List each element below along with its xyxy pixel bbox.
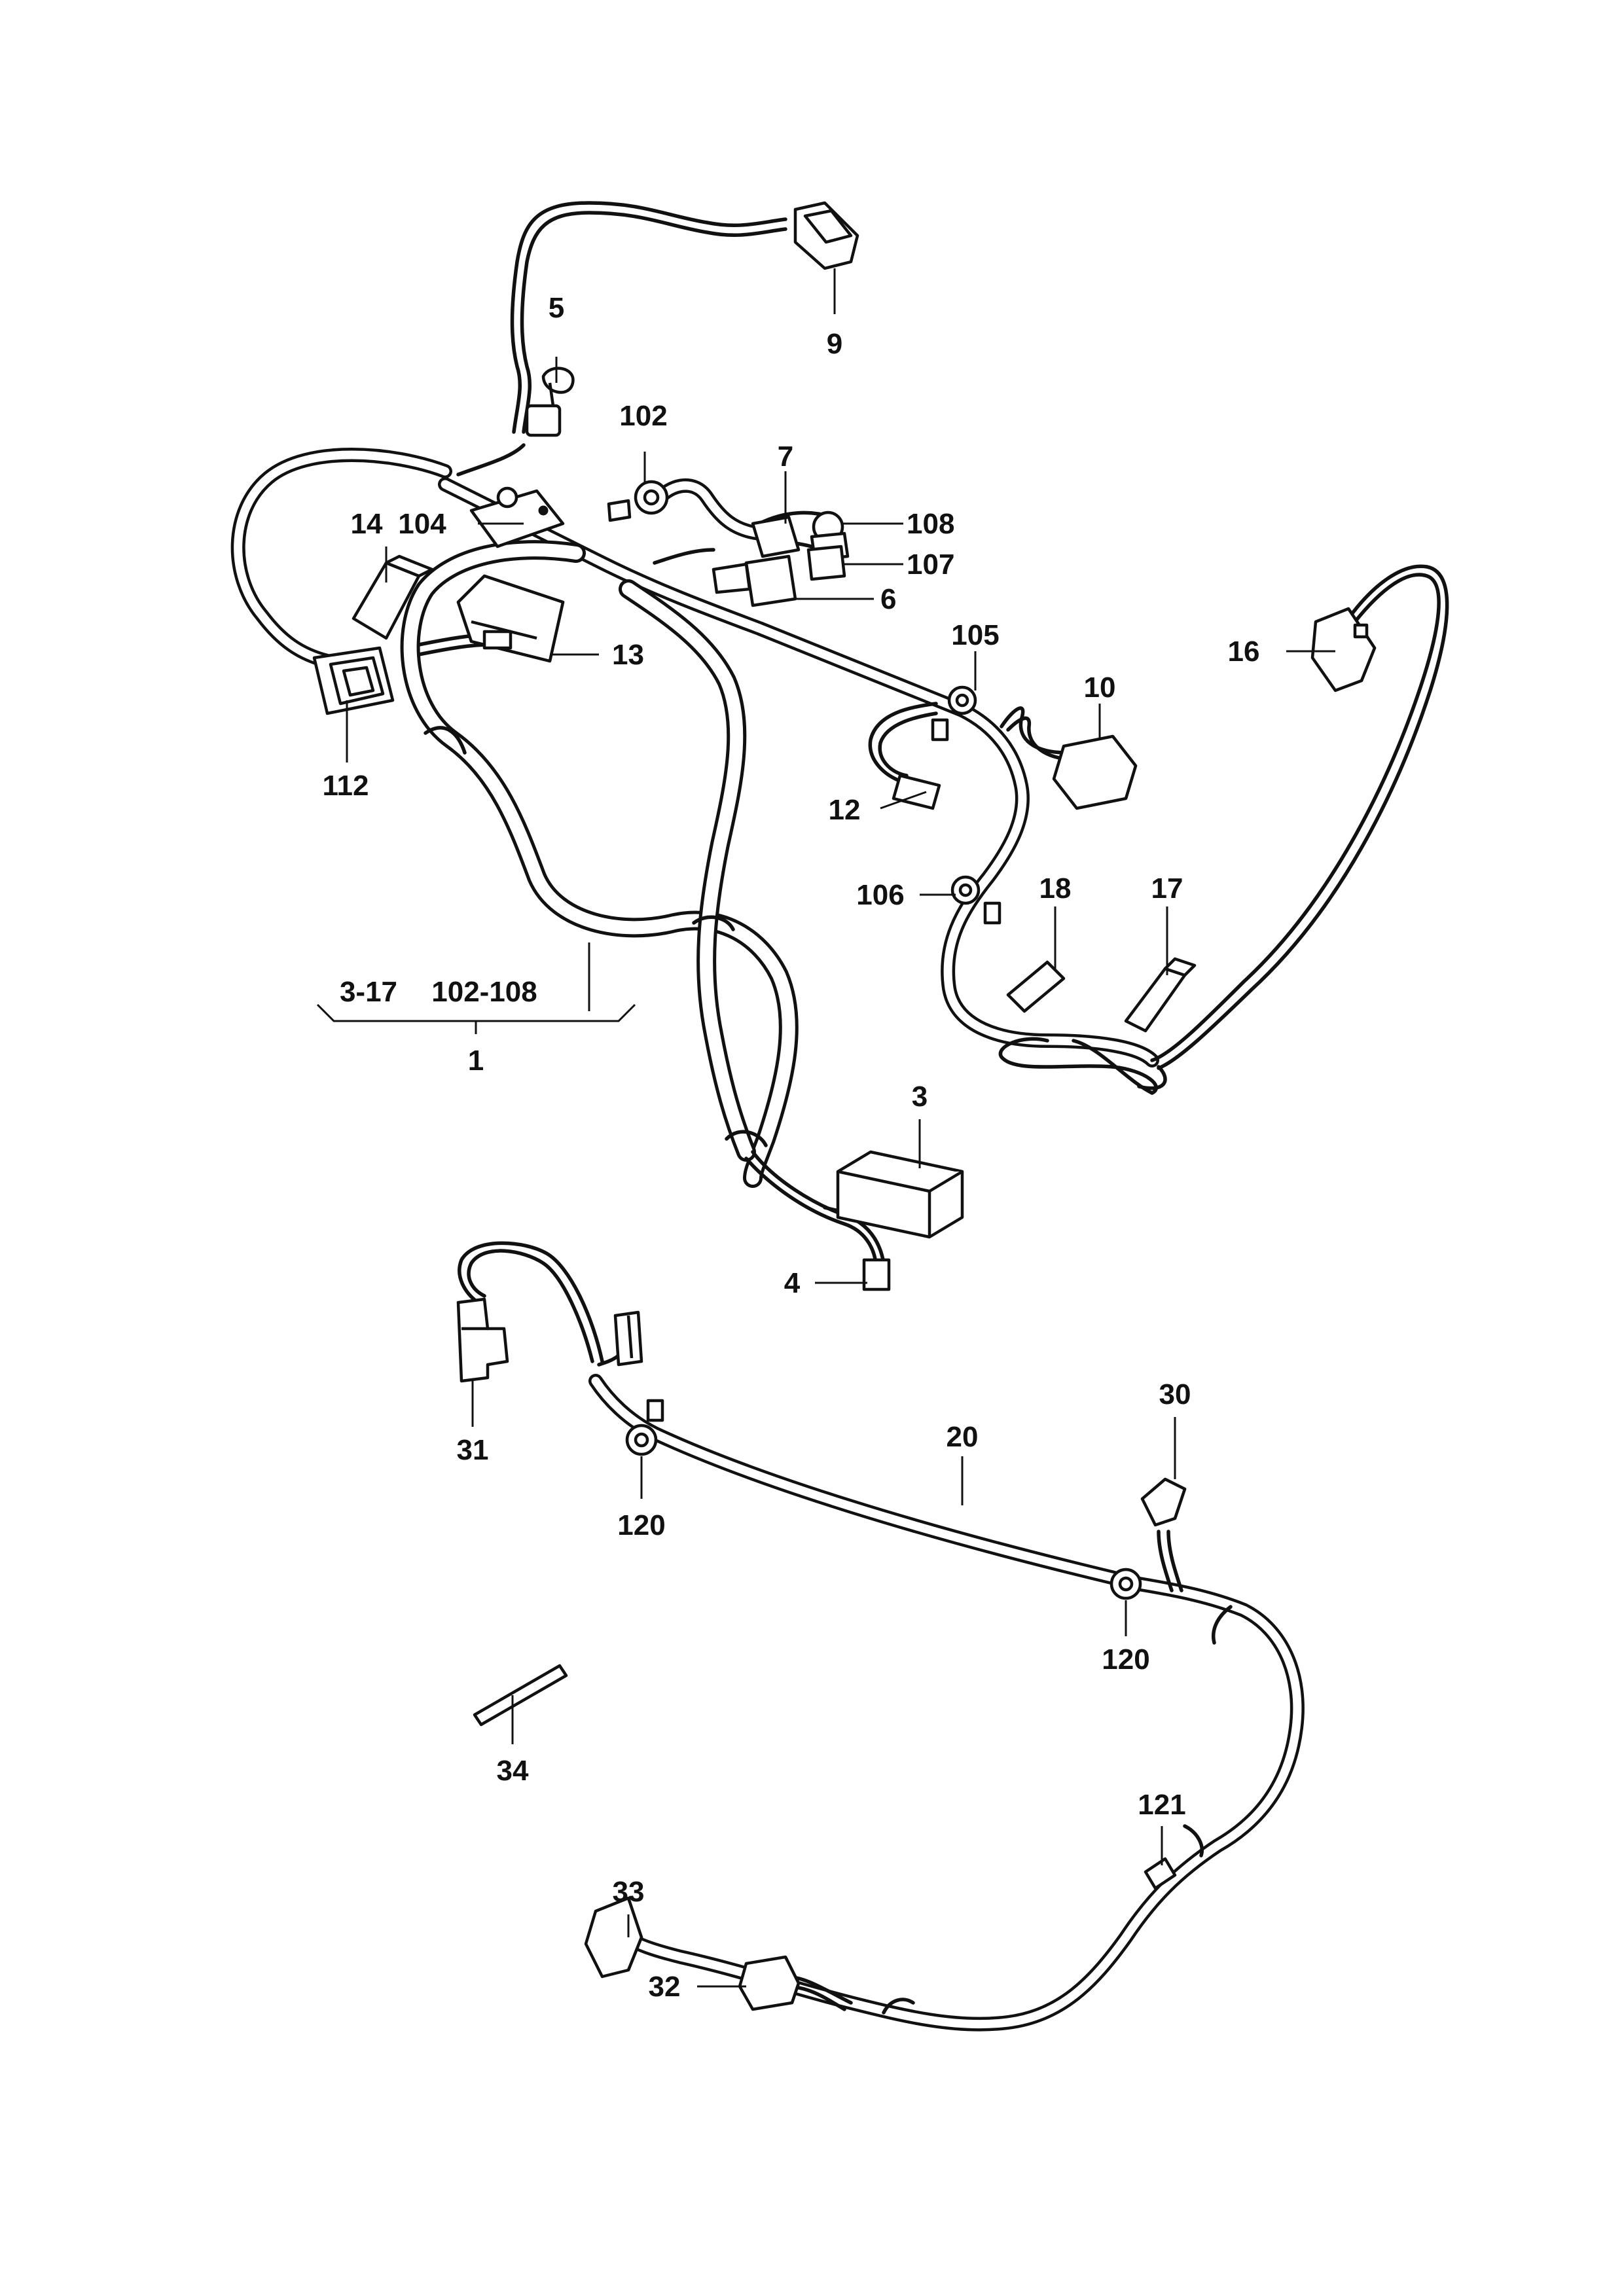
- connector-10: [1052, 734, 1138, 810]
- part-18: [1006, 960, 1066, 1013]
- connector-upper-small: [613, 1310, 643, 1367]
- callout-104: 104: [398, 508, 446, 540]
- connector-33: [584, 1896, 643, 1979]
- clip-120-right: [1110, 1568, 1142, 1600]
- clip-106: [950, 875, 1001, 925]
- callout-108: 108: [907, 508, 954, 540]
- callout-16: 16: [1228, 636, 1260, 668]
- connector-17: [1124, 957, 1197, 1033]
- connector-9: [793, 201, 859, 270]
- connector-32: [738, 1955, 801, 2011]
- harness-20: [458, 1241, 1305, 2032]
- callout-107: 107: [907, 548, 954, 581]
- clip-102: [607, 480, 669, 522]
- pin-34: [473, 1664, 568, 1727]
- connector-30: [1140, 1477, 1187, 1527]
- callout-102: 102: [619, 400, 667, 432]
- callout-34: 34: [497, 1755, 529, 1787]
- connector-31: [456, 1297, 509, 1383]
- connector-4: [862, 1258, 891, 1291]
- connector-7: [751, 515, 801, 558]
- callout-6: 6: [880, 583, 896, 615]
- callout-106: 106: [856, 879, 904, 911]
- callout-17: 17: [1151, 872, 1183, 905]
- callout-4: 4: [784, 1267, 801, 1299]
- callout-31: 31: [457, 1434, 489, 1466]
- part-13: [456, 574, 565, 663]
- callout-120-right: 120: [1102, 1643, 1149, 1676]
- callout-5: 5: [549, 292, 564, 324]
- bracket-104: [469, 486, 565, 548]
- part-3: [836, 1150, 964, 1239]
- callout-120-left: 120: [617, 1509, 665, 1541]
- callout-30: 30: [1159, 1378, 1191, 1410]
- leader-lines: [316, 268, 1335, 1988]
- clip-5: [525, 367, 575, 437]
- main-harness: [230, 201, 1449, 1265]
- callout-112: 112: [323, 770, 369, 802]
- callout-121: 121: [1138, 1789, 1185, 1821]
- connector-6: [712, 554, 797, 607]
- callout-33: 33: [613, 1876, 645, 1908]
- callout-3: 3: [912, 1081, 928, 1113]
- callout-range-a: 3-17: [340, 976, 397, 1008]
- clip-105: [931, 685, 977, 742]
- callout-10: 10: [1084, 672, 1116, 704]
- connector-16: [1310, 607, 1377, 692]
- callout-20: 20: [947, 1421, 979, 1453]
- part-14: [352, 554, 434, 640]
- callout-105: 105: [951, 619, 999, 651]
- clip-121: [1144, 1857, 1177, 1890]
- callout-7: 7: [778, 440, 793, 473]
- callout-range-b: 102-108: [431, 976, 537, 1008]
- callout-9: 9: [827, 328, 842, 360]
- callout-12: 12: [829, 794, 861, 826]
- callout-13: 13: [612, 639, 644, 671]
- callout-32: 32: [649, 1971, 681, 2003]
- part-112: [312, 646, 395, 715]
- clip-120-left: [625, 1399, 664, 1456]
- callout-1: 1: [468, 1045, 484, 1077]
- callout-14: 14: [351, 508, 383, 540]
- connector-107: [806, 545, 846, 581]
- callout-18: 18: [1039, 872, 1072, 905]
- part-12: [892, 774, 941, 810]
- callouts: 9 5 102 7 108 107 6 104 14 112 13 105 10…: [323, 292, 1260, 2003]
